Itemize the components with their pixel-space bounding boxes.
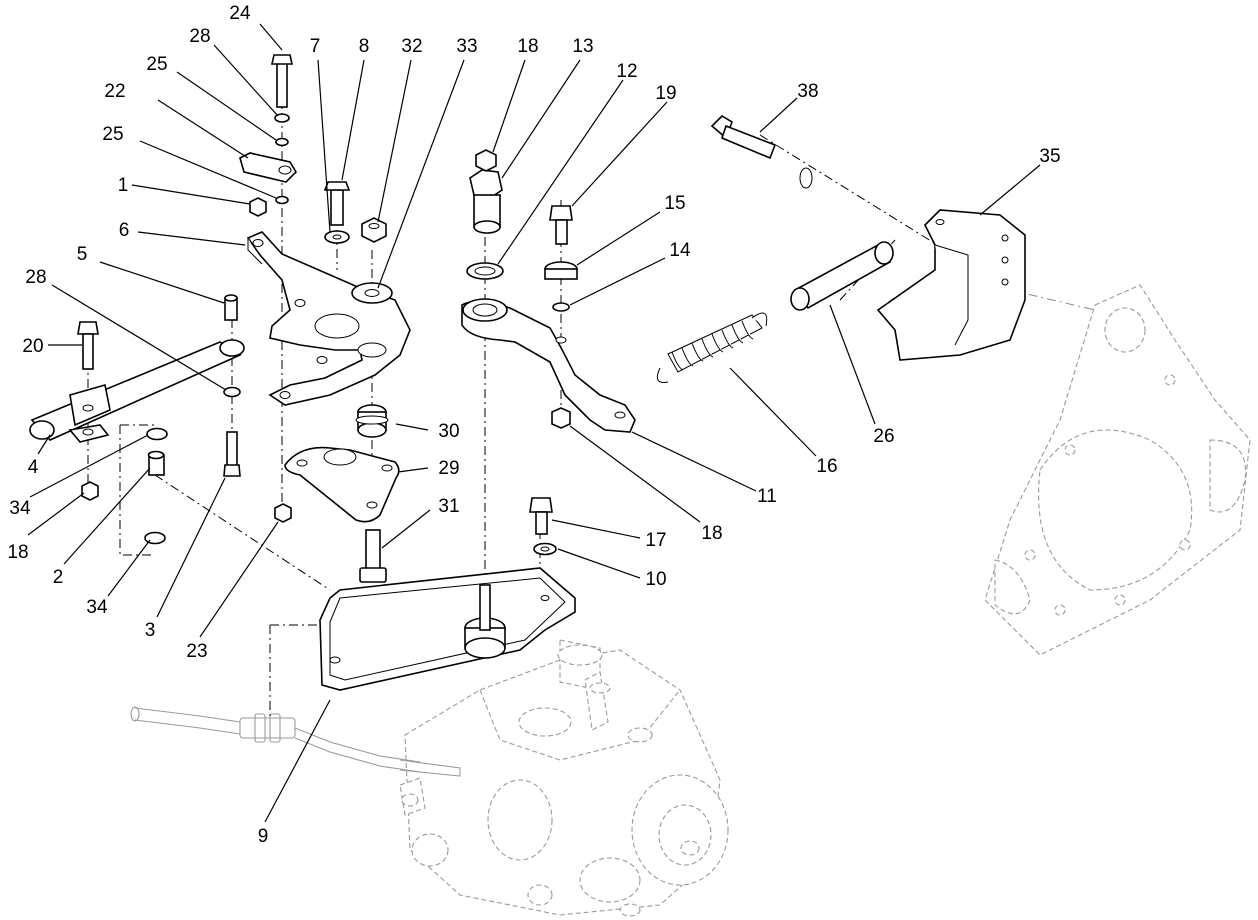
leader-lines <box>27 23 1041 823</box>
callout-5: 5 <box>77 244 88 265</box>
callout-18: 18 <box>701 523 722 544</box>
bolt-31 <box>359 529 387 583</box>
callout-18: 18 <box>517 36 538 57</box>
callout-14: 14 <box>669 240 691 261</box>
actuator-rod <box>29 294 245 443</box>
callout-19: 19 <box>655 83 676 104</box>
callout-20: 20 <box>22 336 43 357</box>
bellcrank-plate <box>246 231 411 406</box>
callout-30: 30 <box>438 421 459 442</box>
lever-bushing <box>466 149 504 280</box>
callout-38: 38 <box>797 81 818 102</box>
callout-11: 11 <box>757 486 777 507</box>
bolt-38 <box>710 114 813 189</box>
callout-35: 35 <box>1039 146 1060 167</box>
callout-8: 8 <box>359 36 370 57</box>
callout-17: 17 <box>645 530 666 551</box>
hydraulic-pump-ghost <box>399 639 729 917</box>
mounting-plate-ghost <box>984 284 1251 656</box>
callout-32: 32 <box>401 36 422 57</box>
callout-25: 25 <box>102 124 123 145</box>
spacer-tube <box>790 241 894 311</box>
callout-9: 9 <box>258 826 269 847</box>
bolt-17 <box>529 497 557 556</box>
base-bracket <box>319 567 576 691</box>
callout-25: 25 <box>146 54 167 75</box>
callout-2: 2 <box>53 567 64 588</box>
callout-23: 23 <box>186 641 207 662</box>
pivot-stack <box>284 282 400 523</box>
callout-7: 7 <box>310 36 321 57</box>
callout-24: 24 <box>229 3 251 24</box>
callout-22: 22 <box>104 81 125 102</box>
callout-28: 28 <box>25 267 46 288</box>
callout-6: 6 <box>119 220 130 241</box>
callout-33: 33 <box>456 36 477 57</box>
callout-34: 34 <box>9 498 31 519</box>
callout-29: 29 <box>438 458 459 479</box>
top-hardware <box>323 181 387 244</box>
callout-10: 10 <box>645 569 666 590</box>
lower-left-hardware <box>81 386 292 545</box>
callout-28: 28 <box>189 26 210 47</box>
callout-13: 13 <box>572 36 593 57</box>
callout-26: 26 <box>873 426 894 447</box>
callout-12: 12 <box>616 61 637 82</box>
callout-1: 1 <box>118 175 129 196</box>
callout-18: 18 <box>7 542 28 563</box>
control-cable-ghost <box>130 706 461 777</box>
lever-hardware <box>544 205 578 429</box>
link-hardware <box>239 54 298 217</box>
callout-31: 31 <box>438 496 459 517</box>
callout-16: 16 <box>816 456 837 477</box>
callout-34: 34 <box>86 597 108 618</box>
bolt-20 <box>77 321 99 370</box>
callout-labels: 24 28 25 22 25 1 6 5 28 20 4 34 18 2 34 … <box>7 3 1060 847</box>
callout-3: 3 <box>145 620 156 641</box>
spring-bracket <box>876 209 1026 361</box>
callout-15: 15 <box>664 193 685 214</box>
lever-arm <box>461 298 636 433</box>
extension-spring <box>656 312 768 383</box>
callout-4: 4 <box>28 457 39 478</box>
